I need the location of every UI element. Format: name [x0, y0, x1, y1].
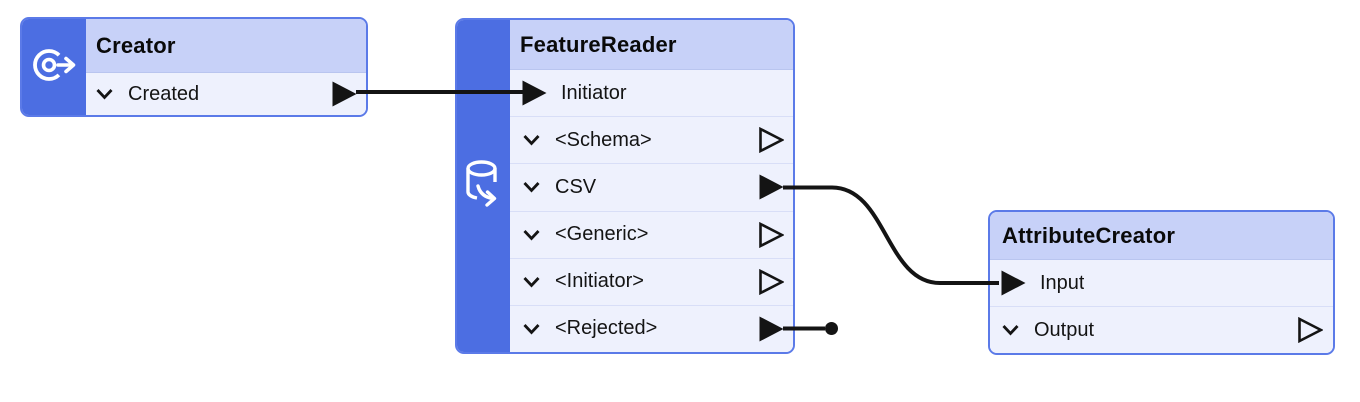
- creator-icon: [30, 45, 78, 90]
- node-creator[interactable]: Creator Created: [20, 17, 368, 117]
- port-row-output[interactable]: Output: [990, 307, 1333, 353]
- output-port-arrow-outline[interactable]: [759, 268, 784, 295]
- output-port-arrow[interactable]: [759, 174, 784, 200]
- connection-featurereader-csv-to-attributecreator-input[interactable]: [783, 185, 999, 285]
- port-label: CSV: [555, 175, 597, 198]
- chevron-down-icon[interactable]: [522, 323, 541, 335]
- chevron-down-icon[interactable]: [522, 181, 541, 193]
- port-row-initiator[interactable]: Initiator: [510, 70, 793, 118]
- port-row-csv[interactable]: CSV: [510, 164, 793, 212]
- chevron-down-icon[interactable]: [1001, 324, 1020, 336]
- input-port-arrow[interactable]: [522, 80, 547, 106]
- port-label: Initiator: [561, 81, 627, 104]
- port-row-input[interactable]: Input: [990, 260, 1333, 307]
- port-label: <Schema>: [555, 128, 652, 151]
- input-port-arrow[interactable]: [1001, 270, 1026, 296]
- chevron-down-icon[interactable]: [522, 229, 541, 241]
- node-header[interactable]: Creator: [86, 19, 366, 73]
- port-label: Created: [128, 82, 200, 105]
- port-label: <Rejected>: [555, 317, 658, 340]
- node-featurereader[interactable]: FeatureReader Initiator <Schema>: [455, 18, 795, 354]
- node-header[interactable]: FeatureReader: [510, 20, 793, 70]
- port-label: Input: [1040, 271, 1085, 294]
- node-title: FeatureReader: [520, 31, 677, 57]
- node-attributecreator[interactable]: AttributeCreator Input Output: [988, 210, 1335, 355]
- database-reader-icon: [464, 159, 504, 214]
- port-row-generic[interactable]: <Generic>: [510, 211, 793, 259]
- port-row-schema[interactable]: <Schema>: [510, 117, 793, 165]
- port-row-initiator-out[interactable]: <Initiator>: [510, 258, 793, 306]
- output-port-arrow[interactable]: [332, 81, 357, 107]
- node-featurereader-sidebar[interactable]: [457, 20, 510, 352]
- chevron-down-icon[interactable]: [522, 276, 541, 288]
- connection-endpoint-dot[interactable]: [825, 322, 838, 335]
- port-label: <Initiator>: [555, 270, 644, 293]
- node-title: Creator: [96, 32, 176, 58]
- output-port-arrow[interactable]: [759, 316, 784, 342]
- port-label: Output: [1034, 318, 1095, 341]
- output-port-arrow-outline[interactable]: [1298, 317, 1323, 343]
- node-creator-sidebar[interactable]: [22, 19, 86, 115]
- chevron-down-icon[interactable]: [95, 88, 114, 100]
- port-row-rejected[interactable]: <Rejected>: [510, 305, 793, 352]
- port-label: <Generic>: [555, 223, 649, 246]
- port-row-created[interactable]: Created: [86, 73, 366, 115]
- node-header[interactable]: AttributeCreator: [990, 212, 1333, 260]
- node-title: AttributeCreator: [1002, 222, 1176, 248]
- output-port-arrow-outline[interactable]: [759, 127, 784, 154]
- chevron-down-icon[interactable]: [522, 134, 541, 146]
- output-port-arrow-outline[interactable]: [759, 221, 784, 248]
